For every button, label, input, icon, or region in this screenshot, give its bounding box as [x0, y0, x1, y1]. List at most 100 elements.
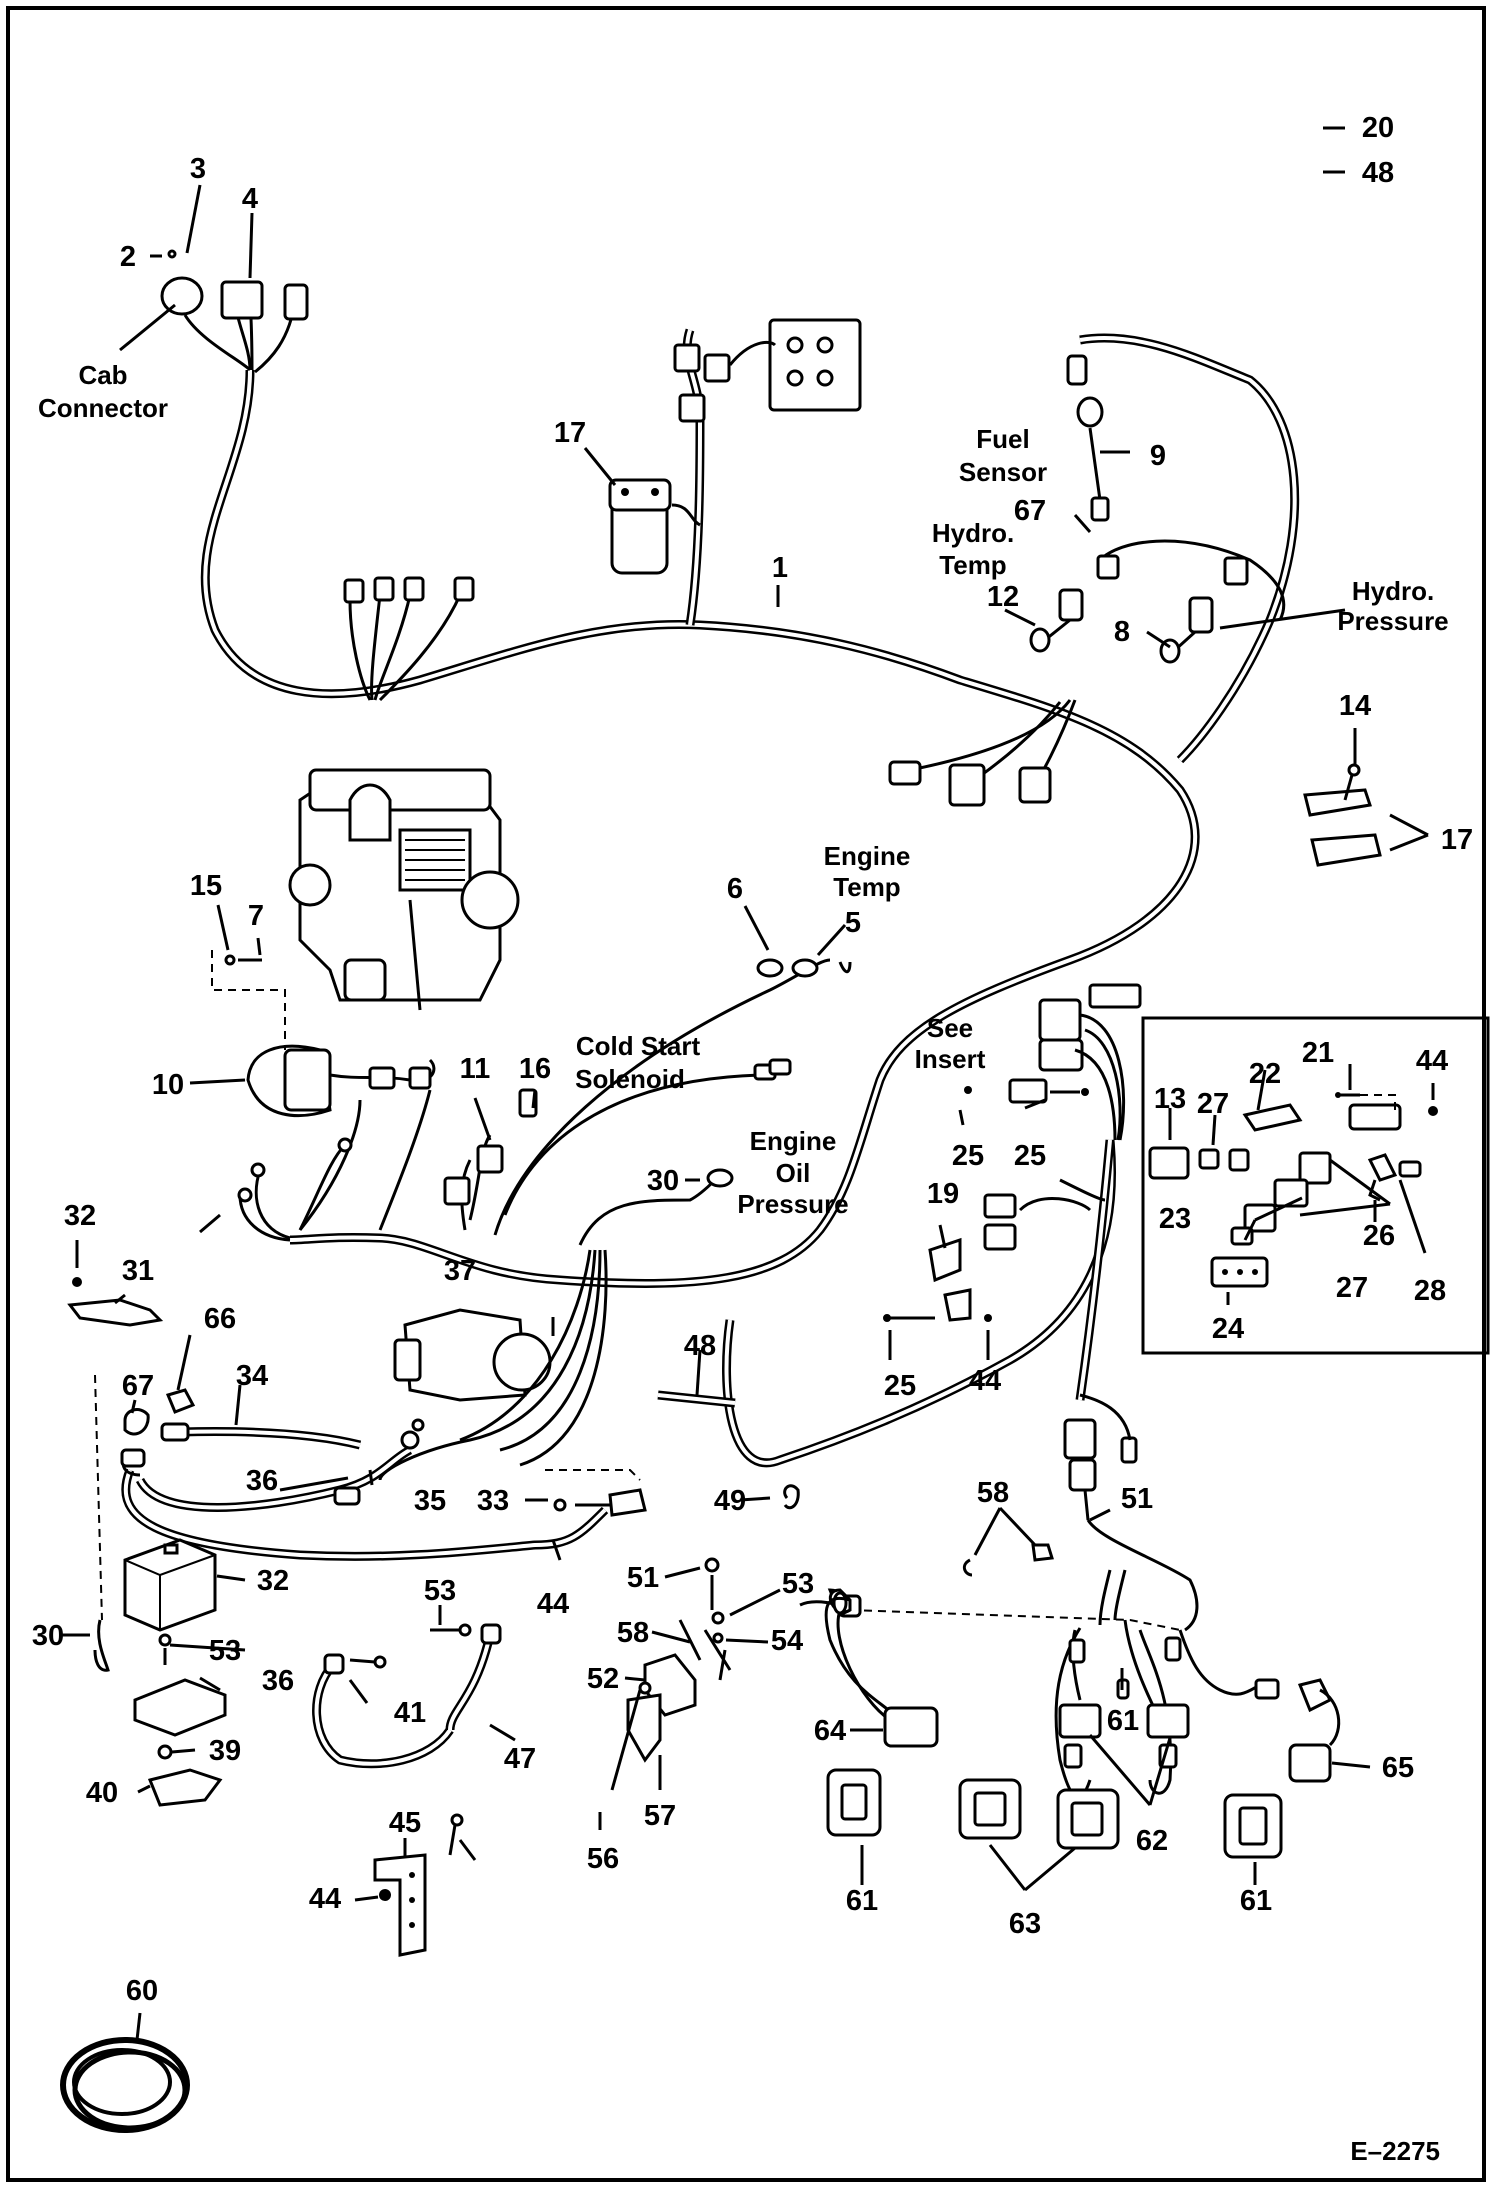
- part-number: 48: [684, 1330, 716, 1362]
- part-number: 8: [1114, 616, 1130, 648]
- part-number: 47: [504, 1743, 536, 1775]
- callout-labels: Cab Connector Fuel Sensor Hydro. Temp Hy…: [38, 360, 1449, 1219]
- small-parts-left: [123, 1388, 196, 1436]
- part-number: 9: [1150, 440, 1166, 472]
- part-number: 44: [969, 1365, 1001, 1397]
- see-insert-label: See: [927, 1013, 973, 1043]
- part-number: 13: [1154, 1083, 1186, 1115]
- part-number: 54: [771, 1625, 803, 1657]
- lamp-housings: [826, 1768, 1283, 1859]
- hydro-pressure-label: Hydro.: [1352, 576, 1434, 606]
- part-number: 41: [394, 1697, 426, 1729]
- part-number: 28: [1414, 1275, 1446, 1307]
- part-number: 53: [424, 1575, 456, 1607]
- engine-temp-label: Engine: [824, 841, 911, 871]
- rod-47: [657, 1390, 736, 1408]
- bracket-45: [373, 1813, 477, 1957]
- part-number: 17: [1441, 824, 1473, 856]
- hydro-pressure-label: Pressure: [1337, 606, 1448, 636]
- battery-cables: [120, 1418, 609, 1561]
- part-number: 36: [262, 1665, 294, 1697]
- part-number: 44: [1416, 1045, 1448, 1077]
- part-number: 23: [1159, 1203, 1191, 1235]
- part-number: 39: [209, 1735, 241, 1767]
- lamp-harness-50: [799, 1393, 1341, 1799]
- part-number: 61: [1107, 1705, 1139, 1737]
- part-number: 7: [248, 900, 264, 932]
- part-number: 34: [236, 1360, 268, 1392]
- part-number: 58: [977, 1477, 1009, 1509]
- part-number: 48: [1362, 157, 1394, 189]
- part-number: 44: [309, 1883, 341, 1915]
- coiled-hose-59: [60, 2037, 190, 2133]
- leader-lines: [60, 126, 1435, 2041]
- engine-temp-label: Temp: [833, 872, 900, 902]
- part-number: 17: [554, 417, 586, 449]
- part-number: 22: [1249, 1058, 1281, 1090]
- part-number: 61: [846, 1885, 878, 1917]
- part-number: 60: [126, 1975, 158, 2007]
- part-number: 62: [1136, 1825, 1168, 1857]
- cab-connector-wires: [160, 249, 309, 374]
- part-number: 53: [209, 1635, 241, 1667]
- alternator-10: [199, 950, 436, 1242]
- part-number: 26: [1363, 1220, 1395, 1252]
- main-harness: [200, 328, 1300, 1468]
- part-number: 4: [242, 183, 258, 215]
- part-number: 52: [587, 1663, 619, 1695]
- upper-connectors: [343, 318, 862, 702]
- part-number: 19: [927, 1178, 959, 1210]
- part-number: 14: [1339, 690, 1371, 722]
- part-number: 58: [617, 1617, 649, 1649]
- part-number: 44: [537, 1588, 569, 1620]
- cab-connector-label: Cab: [78, 360, 127, 390]
- part-number: 67: [1014, 495, 1046, 527]
- fuel-sensor-label: Sensor: [959, 457, 1047, 487]
- part-number: 32: [64, 1200, 96, 1232]
- part-number: 30: [32, 1620, 64, 1652]
- part-number: 27: [1336, 1272, 1368, 1304]
- see-insert-label: Insert: [915, 1044, 986, 1074]
- part-number: 63: [1009, 1908, 1041, 1940]
- part-number: 21: [1302, 1037, 1334, 1069]
- engine-oil-pressure-label: Engine: [750, 1126, 837, 1156]
- filter-18: [608, 478, 701, 575]
- part-number: 24: [1212, 1313, 1244, 1345]
- part-number: 31: [122, 1255, 154, 1287]
- part-number: 66: [204, 1303, 236, 1335]
- part-number: 16: [519, 1053, 551, 1085]
- insert-box: [1141, 1016, 1490, 1355]
- part-number: 36: [246, 1465, 278, 1497]
- fasteners-57: [962, 1543, 1054, 1577]
- cab-connector-label: Connector: [38, 393, 168, 423]
- part-numbers: 3 2 4 20 48 17 1 9 67 12 8 14 17 15 7 6 …: [32, 112, 1473, 2007]
- part-number: 15: [190, 870, 222, 902]
- starter-39: [378, 1249, 647, 1517]
- part-number: 65: [1382, 1752, 1414, 1784]
- hydro-temp-label: Hydro.: [932, 518, 1014, 548]
- part-number: 33: [477, 1485, 509, 1517]
- part-number: 45: [389, 1807, 421, 1839]
- part-number: 5: [845, 907, 861, 939]
- part-number: 2: [120, 241, 136, 273]
- part-number: 61: [1240, 1885, 1272, 1917]
- part-number: 37: [444, 1255, 476, 1287]
- sensor-wires: [443, 958, 852, 1246]
- fuel-sensor-label: Fuel: [976, 424, 1029, 454]
- cables-43-46: [312, 1623, 502, 1769]
- part-number: 6: [727, 873, 743, 905]
- clip-49: [783, 1484, 800, 1510]
- battery-34: [67, 1277, 227, 1807]
- engine-oil-pressure-label: Pressure: [737, 1189, 848, 1219]
- relay-bracket-52: [610, 1557, 732, 1791]
- part-number: 40: [86, 1777, 118, 1809]
- lamp-64-left: [824, 1596, 939, 1748]
- part-number: 56: [587, 1843, 619, 1875]
- part-number: 53: [782, 1568, 814, 1600]
- part-number: 51: [627, 1562, 659, 1594]
- engine-oil-pressure-label: Oil: [776, 1158, 811, 1188]
- right-sensors: [1029, 354, 1286, 664]
- part-number: 10: [152, 1069, 184, 1101]
- cold-start-label: Solenoid: [575, 1064, 685, 1094]
